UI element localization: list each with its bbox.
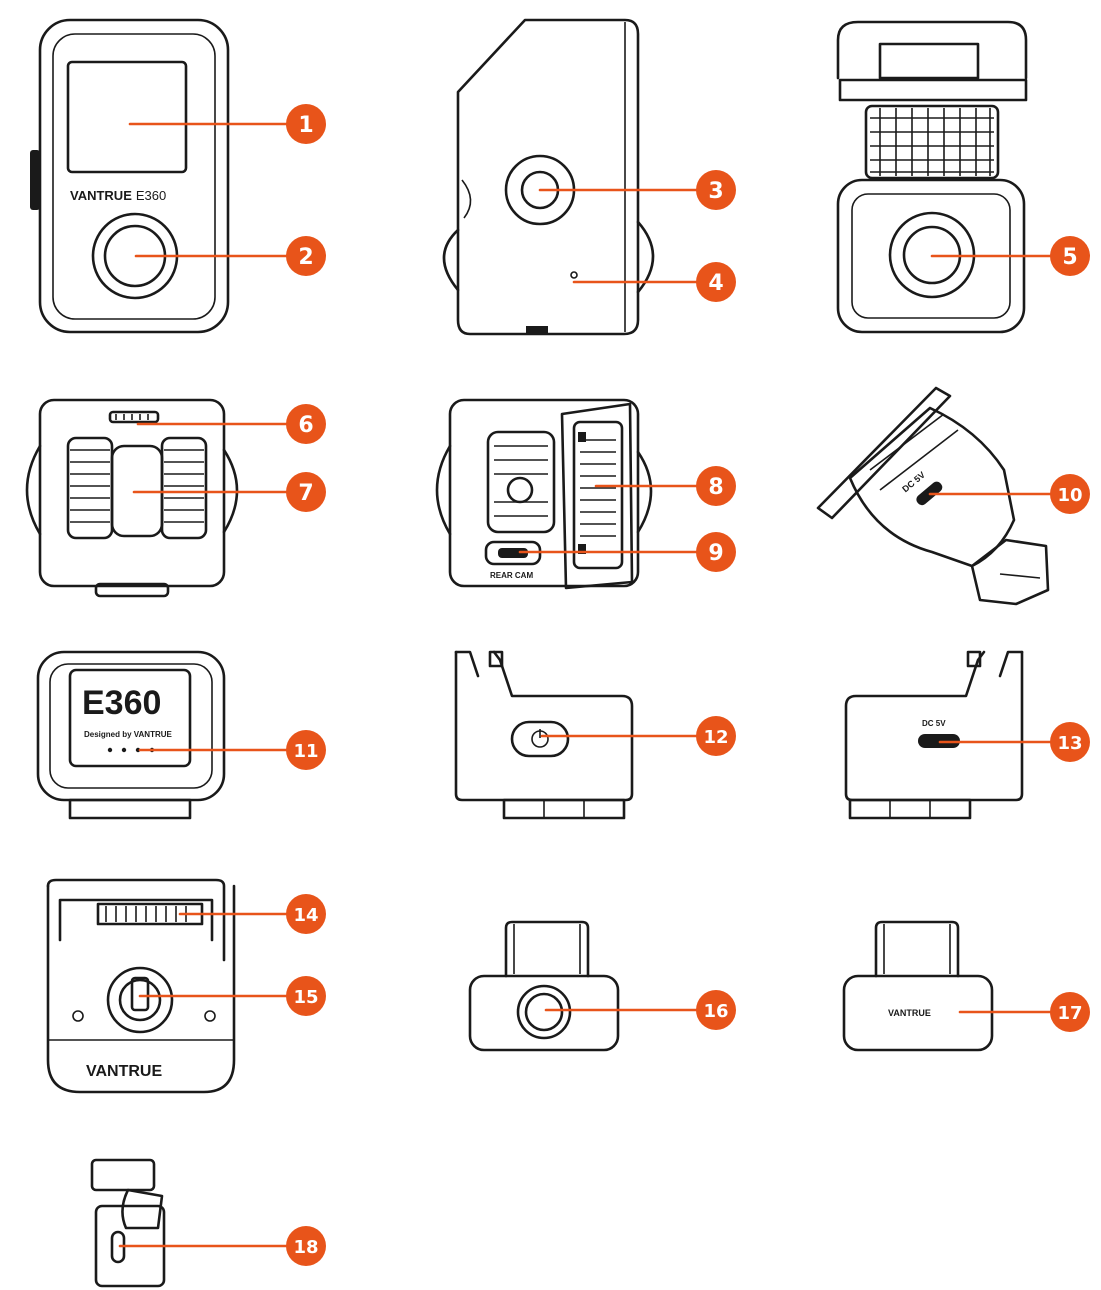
speaker-grille xyxy=(870,108,994,176)
screen-brand-a: VANTRUE xyxy=(70,188,132,203)
svg-text:4: 4 xyxy=(708,271,723,296)
view-rearcam-back: VANTRUE xyxy=(842,920,994,1052)
svg-text:14: 14 xyxy=(293,905,318,926)
callout-9: 9 xyxy=(696,532,736,572)
mount-brand: VANTRUE xyxy=(86,1063,162,1080)
callout-8: 8 xyxy=(696,466,736,506)
callout-15: 15 xyxy=(286,976,326,1016)
callout-2: 2 xyxy=(286,236,326,276)
svg-text:1: 1 xyxy=(298,113,313,138)
callout-badges: 1 2 3 4 5 6 7 8 9 10 11 12 13 14 15 16 1… xyxy=(286,104,1090,1266)
svg-text:11: 11 xyxy=(293,741,318,762)
callout-4: 4 xyxy=(696,262,736,302)
callout-14: 14 xyxy=(286,894,326,934)
port-10-label: DC 5V xyxy=(900,470,927,495)
view-rearcam-front xyxy=(468,920,620,1052)
view-mount-bottom: VANTRUE xyxy=(46,878,236,1094)
callout-16: 16 xyxy=(696,990,736,1030)
svg-text:3: 3 xyxy=(708,179,723,204)
rearcam-brand: VANTRUE xyxy=(888,1008,931,1018)
svg-text:16: 16 xyxy=(703,1001,728,1022)
svg-text:17: 17 xyxy=(1057,1003,1082,1024)
callout-5: 5 xyxy=(1050,236,1090,276)
view-top xyxy=(25,398,239,598)
view-front-logo: E360 Designed by VANTRUE xyxy=(36,650,226,820)
view-mount-button xyxy=(454,650,634,820)
callout-10: 10 xyxy=(1050,474,1090,514)
svg-text:5: 5 xyxy=(1062,245,1077,270)
callout-3: 3 xyxy=(696,170,736,210)
designed-by: Designed by VANTRUE xyxy=(84,730,173,739)
svg-text:7: 7 xyxy=(298,481,313,506)
svg-text:18: 18 xyxy=(293,1237,318,1258)
view-side xyxy=(442,18,655,336)
callout-1: 1 xyxy=(286,104,326,144)
callout-11: 11 xyxy=(286,730,326,770)
callout-6: 6 xyxy=(286,404,326,444)
callout-13: 13 xyxy=(1050,722,1090,762)
svg-text:2: 2 xyxy=(298,245,313,270)
port-9-label: REAR CAM xyxy=(490,571,533,580)
callout-18: 18 xyxy=(286,1226,326,1266)
view-mount-tilted: DC 5V xyxy=(816,386,1050,606)
svg-text:13: 13 xyxy=(1057,733,1082,754)
view-front-screen: VANTRUE E360 xyxy=(30,18,230,334)
callout-17: 17 xyxy=(1050,992,1090,1032)
screen-brand-b: E360 xyxy=(136,188,166,203)
callout-12: 12 xyxy=(696,716,736,756)
view-rearcam-side xyxy=(90,1158,166,1288)
svg-text:10: 10 xyxy=(1057,485,1082,506)
view-rear-camera-mount xyxy=(836,20,1028,334)
view-bottom-contacts: REAR CAM xyxy=(435,398,653,590)
leader-lines xyxy=(118,122,1072,1248)
svg-text:6: 6 xyxy=(298,413,313,438)
svg-text:15: 15 xyxy=(293,987,318,1008)
e360-logo: E360 xyxy=(82,684,161,722)
port-13-label: DC 5V xyxy=(922,719,946,728)
svg-text:9: 9 xyxy=(708,541,723,566)
view-mount-dcport: DC 5V xyxy=(844,650,1024,820)
callout-7: 7 xyxy=(286,472,326,512)
svg-text:12: 12 xyxy=(703,727,728,748)
svg-text:8: 8 xyxy=(708,475,723,500)
